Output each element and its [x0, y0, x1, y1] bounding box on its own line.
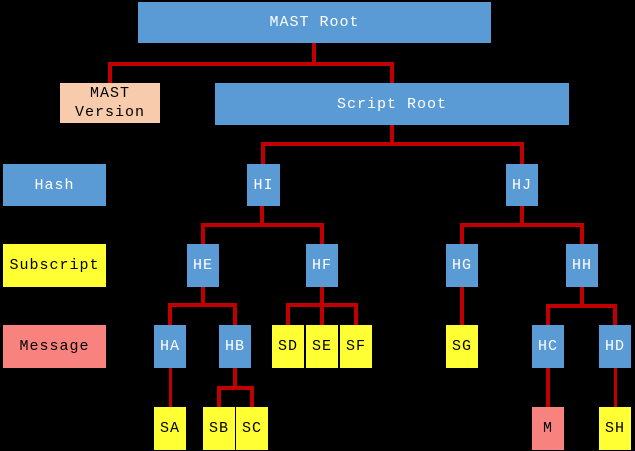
node-hb: HB: [219, 325, 251, 368]
connector-script-root-stem: [390, 125, 394, 146]
connector-mast-root-stem: [312, 43, 316, 66]
connector-hj-drop-1: [580, 223, 584, 244]
connector-mast-root-bar: [108, 62, 394, 66]
node-sh: SH: [599, 407, 631, 450]
connector-hi-drop-1: [320, 223, 324, 244]
connector-hj-drop-0: [460, 223, 464, 244]
connector-mast-root-drop-0: [108, 62, 112, 83]
row-label-subscript: Subscript: [3, 244, 106, 287]
connector-hf-drop-1: [320, 303, 324, 325]
node-sd: SD: [272, 325, 304, 368]
connector-hd: [613, 368, 617, 407]
connector-hf-drop-2: [354, 303, 358, 325]
connector-hh-stem: [580, 287, 584, 308]
node-sg: SG: [446, 325, 478, 368]
connector-he-bar: [168, 303, 237, 307]
node-he: HE: [187, 244, 219, 287]
node-hi: HI: [247, 164, 280, 206]
node-hd: HD: [599, 325, 631, 368]
connector-hb-drop-1: [250, 386, 254, 407]
connector-hj-stem: [520, 206, 524, 227]
node-hc: HC: [532, 325, 564, 368]
connector-hf-stem: [320, 287, 324, 307]
node-hg: HG: [446, 244, 478, 287]
connector-he-drop-0: [168, 303, 172, 325]
connector-hb-stem: [233, 368, 237, 390]
node-mast-root: MAST Root: [138, 2, 491, 43]
connector-hb-drop-0: [217, 386, 221, 407]
node-sc: SC: [236, 407, 268, 450]
connector-hc: [546, 368, 550, 407]
row-label-hash: Hash: [3, 164, 106, 206]
connector-hi-bar: [201, 223, 324, 227]
connector-hf-drop-0: [286, 303, 290, 325]
row-label-message: Message: [3, 325, 106, 368]
connector-script-root-bar: [261, 142, 524, 146]
connector-hh-drop-1: [613, 304, 617, 325]
connector-hb-bar: [217, 386, 254, 390]
node-mast-version: MAST Version: [60, 83, 160, 123]
node-hf: HF: [306, 244, 338, 287]
connector-ha: [168, 368, 172, 407]
connector-script-root-drop-1: [520, 142, 524, 164]
connector-mast-root-drop-1: [390, 62, 394, 83]
connector-he-drop-1: [233, 303, 237, 325]
node-hh: HH: [566, 244, 598, 287]
connector-script-root-drop-0: [261, 142, 265, 164]
node-m: M: [532, 407, 564, 450]
connector-hi-drop-0: [201, 223, 205, 244]
connector-he-stem: [201, 287, 205, 307]
node-sb: SB: [203, 407, 235, 450]
node-se: SE: [306, 325, 338, 368]
connector-hg: [460, 287, 464, 325]
connector-hi-stem: [260, 206, 264, 227]
node-sa: SA: [154, 407, 186, 450]
node-sf: SF: [340, 325, 372, 368]
node-ha: HA: [154, 325, 186, 368]
connector-hj-bar: [460, 223, 584, 227]
connector-hh-drop-0: [546, 304, 550, 325]
node-hj: HJ: [506, 164, 538, 206]
connector-hh-bar: [546, 304, 617, 308]
node-script-root: Script Root: [215, 83, 569, 125]
